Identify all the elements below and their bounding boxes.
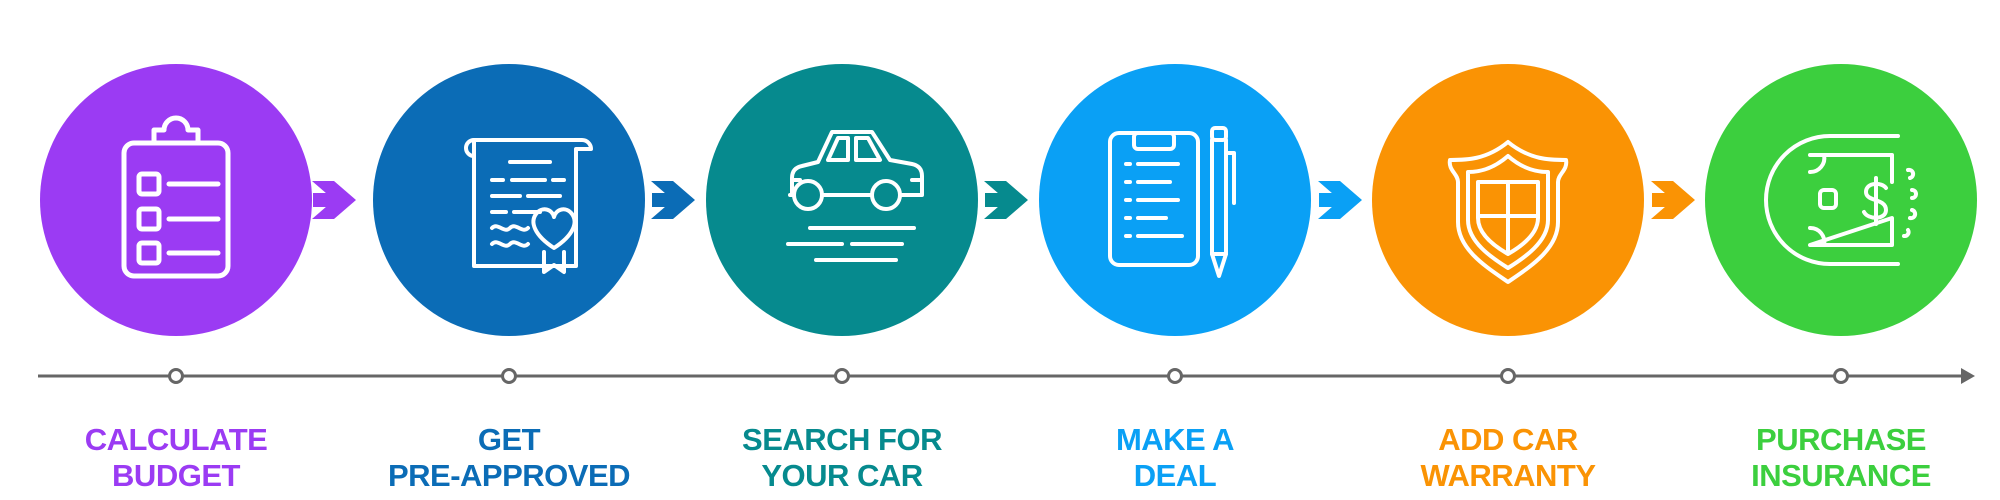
arrow-1 <box>312 181 356 219</box>
step-circle-pre-approved <box>373 64 645 336</box>
step-label-insurance: PURCHASE INSURANCE <box>1691 422 1991 494</box>
timeline-node-6 <box>1833 368 1849 384</box>
arrow-2 <box>651 181 695 219</box>
step-label-line1: ADD CAR <box>1438 422 1578 457</box>
arrow-5 <box>1651 181 1695 219</box>
step-label-line1: CALCULATE <box>84 422 268 457</box>
step-label-line2: WARRANTY <box>1420 458 1596 493</box>
timeline-node-3 <box>834 368 850 384</box>
step-label-line2: DEAL <box>1133 458 1217 493</box>
timeline-arrowhead <box>1961 368 1975 384</box>
step-label-line2: INSURANCE <box>1751 458 1931 493</box>
step-label-deal: MAKE A DEAL <box>1025 422 1325 494</box>
step-label-line1: GET <box>477 422 541 457</box>
timeline-node-2 <box>501 368 517 384</box>
step-circle-budget <box>40 64 312 336</box>
step-circle-insurance <box>1705 64 1977 336</box>
timeline-node-5 <box>1500 368 1516 384</box>
step-label-line2: YOUR CAR <box>761 458 923 493</box>
step-label-budget: CALCULATE BUDGET <box>26 422 326 494</box>
arrow-3 <box>984 181 1028 219</box>
step-label-search-car: SEARCH FOR YOUR CAR <box>692 422 992 494</box>
timeline-node-1 <box>168 368 184 384</box>
step-label-line1: PURCHASE <box>1756 422 1926 457</box>
step-label-line2: BUDGET <box>112 458 240 493</box>
step-label-line1: SEARCH FOR <box>742 422 942 457</box>
timeline-node-4 <box>1167 368 1183 384</box>
arrow-4 <box>1318 181 1362 219</box>
step-label-line2: PRE-APPROVED <box>387 458 631 493</box>
step-label-pre-approved: GET PRE-APPROVED <box>359 422 659 494</box>
step-label-line1: MAKE A <box>1115 422 1235 457</box>
step-label-warranty: ADD CAR WARRANTY <box>1358 422 1658 494</box>
step-circle-search-car <box>706 64 978 336</box>
